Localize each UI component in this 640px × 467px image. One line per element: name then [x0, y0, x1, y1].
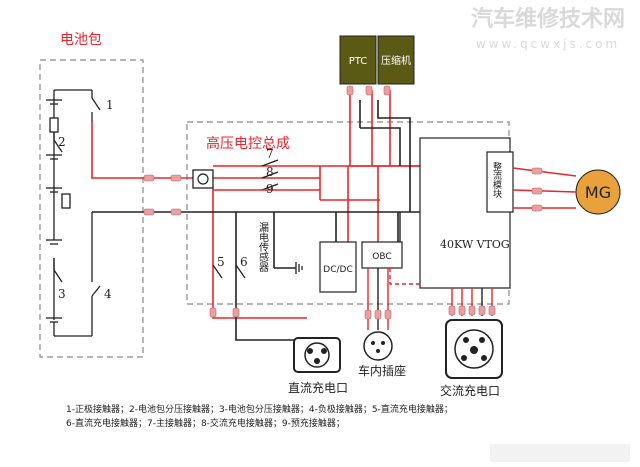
ac-port-label: 交流充电口	[440, 383, 500, 398]
contactor-1-number: 1	[106, 98, 114, 112]
legend-line-1: 1-正极接触器；2-电池包分压接触器；3-电池包分压接触器；4-负极接触器；5-…	[66, 403, 453, 415]
rectifier-block: 整流模块	[486, 151, 514, 213]
mg-phase-wires	[512, 167, 577, 209]
ptc-label: PTC	[349, 56, 368, 67]
obc-block: OBC	[361, 241, 403, 269]
contactor-7-number: 7	[266, 147, 274, 161]
battery-pack-box	[39, 59, 144, 358]
leak-sensor-label: 漏电传感器	[257, 222, 269, 273]
contactor-5-number: 5	[217, 255, 225, 269]
rectifier-label: 整流模块	[491, 161, 502, 199]
watermark-url: www.qcwxjs.com	[476, 37, 620, 51]
dcdc-block: DC/DC	[319, 241, 357, 293]
contactor-6-number: 6	[240, 255, 248, 269]
contactor-4	[53, 212, 101, 337]
ground-icon	[295, 262, 303, 274]
ptc-block: PTC	[339, 35, 377, 85]
contactor-2-number: 2	[58, 135, 66, 149]
contactor-3-number: 3	[58, 287, 66, 301]
contactor-9	[261, 183, 279, 191]
contactor-3	[53, 258, 63, 283]
legend-line-2: 6-直流充电接触器；7-主接触器；8-交流充电接触器；9-预充接触器；	[66, 417, 345, 429]
obc-socket-wires	[367, 268, 389, 330]
watermark: 汽车维修技术网 www.qcwxjs.com	[471, 6, 625, 51]
footer-watermark-band	[490, 444, 630, 462]
connector-markers	[143, 85, 543, 320]
vehicle-socket-icon	[363, 331, 393, 361]
contactor-9-number: 9	[266, 182, 274, 196]
dc-charging-port-icon	[293, 337, 341, 373]
contactor-8	[261, 171, 279, 179]
current-sensor-icon	[192, 169, 214, 189]
vehicle-socket-label: 车内插座	[358, 363, 406, 378]
positive-bus	[91, 90, 420, 319]
obc-label: OBC	[372, 252, 391, 262]
ac-charging-port-icon	[445, 319, 503, 379]
contactor-6	[235, 264, 246, 279]
inverter-label: 40KW VTOG	[440, 238, 510, 251]
mg-label: MG	[585, 183, 611, 202]
battery-pack-label: 电池包	[60, 32, 102, 48]
dc-port-label: 直流充电口	[288, 380, 348, 395]
contactor-5	[212, 264, 223, 279]
contactor-1	[54, 89, 101, 122]
contactor-4-number: 4	[104, 287, 112, 301]
mg-motor: MG	[575, 169, 621, 215]
watermark-title: 汽车维修技术网	[471, 6, 625, 32]
dcdc-label: DC/DC	[323, 265, 352, 275]
contactor-2	[53, 132, 63, 153]
compressor-label: 压缩机	[381, 54, 411, 67]
contactor-7	[261, 159, 279, 167]
compressor-block: 压缩机	[377, 35, 415, 85]
hv-controller-label: 高压电控总成	[206, 135, 290, 152]
contactor-8-number: 8	[266, 165, 274, 179]
